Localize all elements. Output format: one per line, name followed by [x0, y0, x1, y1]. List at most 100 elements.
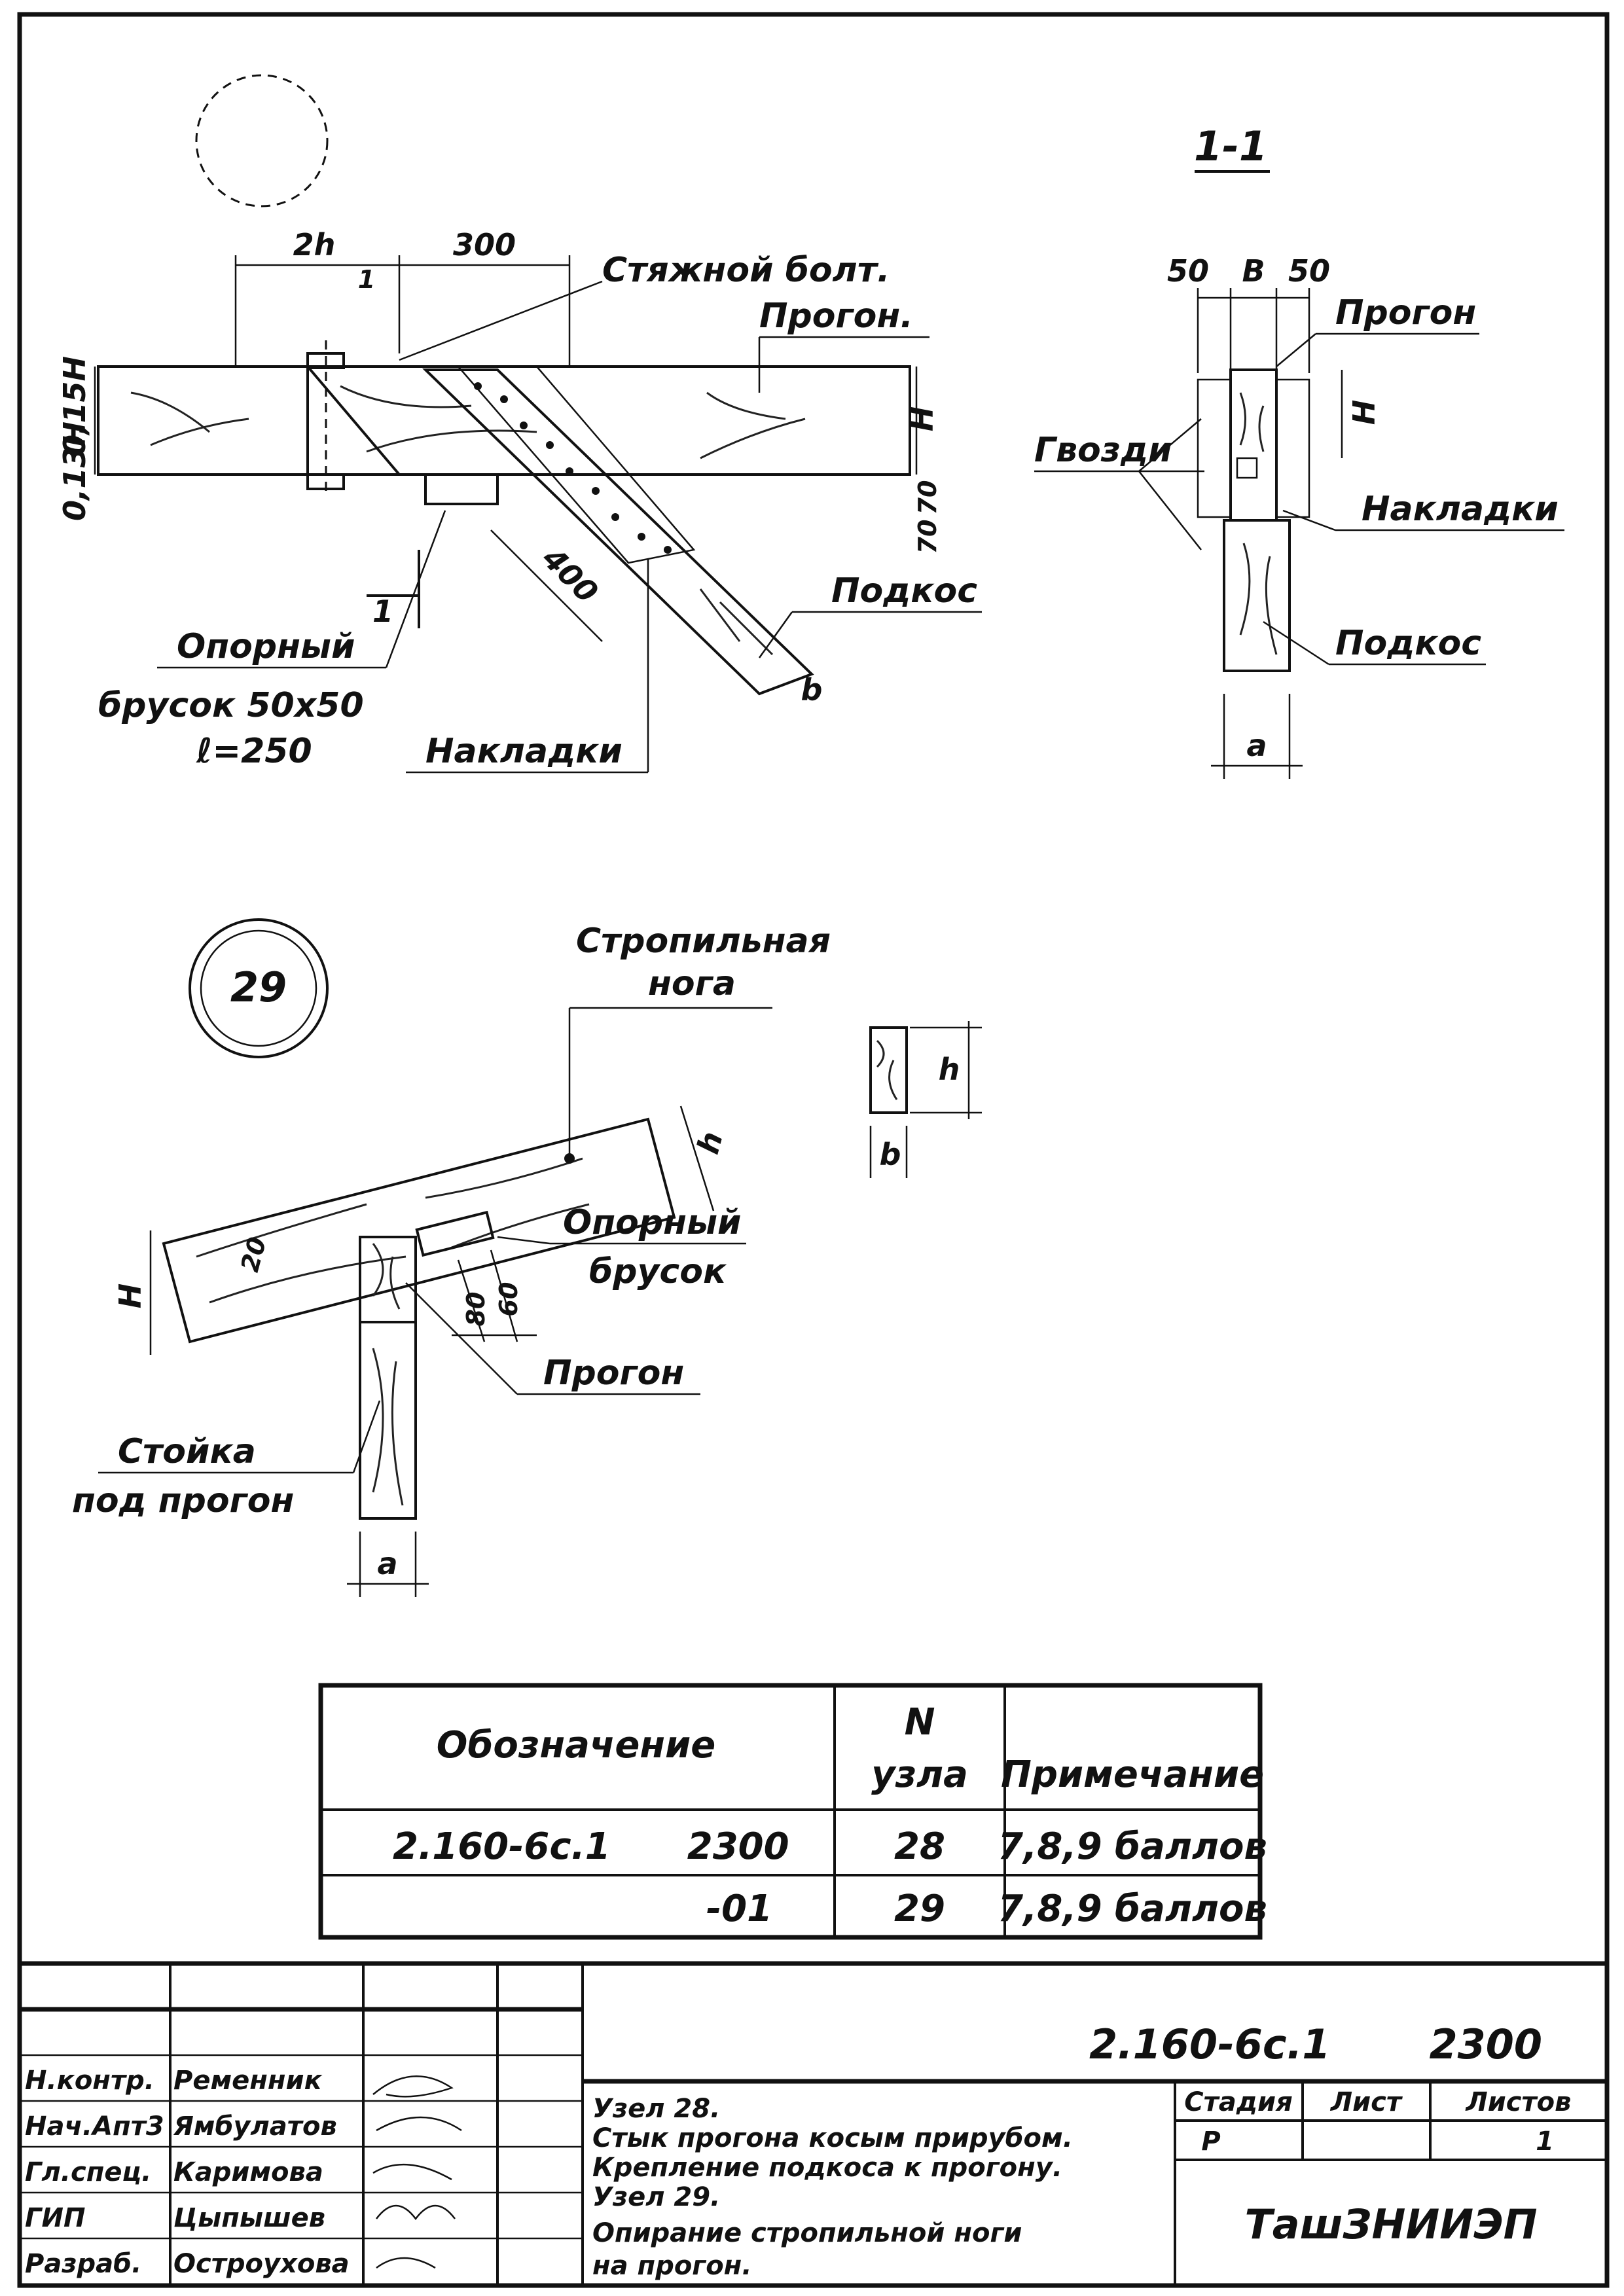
org-name: ТашЗНИИЭП: [1244, 2200, 1537, 2248]
node28-callout-circle: [195, 74, 329, 207]
rafter-leg: [162, 1117, 676, 1344]
sheet-frame: [17, 12, 1610, 2288]
sec-dim-a: a: [1246, 728, 1267, 763]
dim-013h: 0,13H: [57, 422, 92, 521]
table-row1-designation: 2.160-6с.1 2300: [393, 1825, 789, 1868]
label-post-2: под прогон: [72, 1481, 294, 1520]
stage-value: Р: [1201, 2126, 1220, 2157]
sec-dim-H: H: [1346, 400, 1382, 425]
dim-70a: 70: [913, 480, 942, 515]
label-block-2: брусок 50х50: [98, 686, 364, 725]
dim-300: 300: [453, 227, 516, 262]
label-block-1: Опорный: [177, 627, 355, 666]
dim-015h: 0,15H: [57, 356, 92, 456]
sec-dim-b: B: [1242, 253, 1265, 289]
node29-callout-number: 29: [230, 963, 287, 1011]
strut-plates: [456, 365, 696, 564]
staff-name-1: Ременник: [173, 2066, 323, 2096]
label-post-1: Стойка: [118, 1432, 256, 1471]
node28-detail: 2h 300 1 0,15H 0,13H H 70 70 400 b 1 Стя…: [57, 74, 982, 774]
label-bolt: Стяжной болт.: [602, 251, 890, 290]
staff-name-2: Ямбулатов: [173, 2111, 337, 2142]
staff-name-3: Каримова: [173, 2157, 323, 2187]
joint-slant: [306, 365, 401, 476]
table-header-note: Примечание: [1001, 1753, 1264, 1796]
sec-plate-right: [1275, 378, 1310, 518]
sheet-header: Лист: [1330, 2087, 1403, 2117]
desc-line-4: Узел 29.: [592, 2182, 720, 2212]
sec-purlin: [1229, 368, 1278, 522]
desc-line-1: Узел 28.: [592, 2094, 720, 2124]
sec-dim-50b: 50: [1288, 253, 1330, 289]
strut-body: [422, 368, 814, 696]
node29-callout-circle: [189, 918, 329, 1058]
table-header-node-1: N: [905, 1701, 935, 1744]
dim-b-strut: b: [801, 672, 823, 708]
label-rafter-1: Стропильная: [576, 922, 831, 961]
dim-400: 400: [535, 540, 605, 610]
table-row2-note: 7,8,9 баллов: [998, 1888, 1267, 1930]
n29-dim-20: 20: [235, 1234, 272, 1274]
section-1-1: 1-1 50 B 50 H a Прогон Гвозди Накладки: [1034, 122, 1564, 779]
label-strut: Подкос: [831, 571, 977, 611]
staff-role-2: Нач.Апт3: [25, 2111, 164, 2142]
rafter-section-h: h: [939, 1052, 960, 1087]
section-label: 1-1: [1194, 122, 1267, 170]
sec-label-plates: Накладки: [1362, 490, 1559, 529]
dim-1-top: 1: [358, 265, 375, 294]
strut-wood-grain: [699, 588, 774, 656]
n29-dim-H: H: [113, 1283, 148, 1309]
staff-name-4: Цыпышев: [173, 2203, 325, 2233]
label-block29-2: брусок: [589, 1252, 727, 1291]
table-row2-node: 29: [894, 1888, 945, 1930]
support-block-29: [415, 1210, 495, 1257]
label-plates: Накладки: [425, 732, 623, 771]
purlin-wood-grain: [130, 385, 806, 459]
staff-role-4: ГИП: [25, 2203, 85, 2233]
label-purlin29: Прогон: [543, 1354, 684, 1393]
sheets-header: Листов: [1466, 2087, 1572, 2117]
sec-label-strut: Подкос: [1335, 624, 1481, 663]
rafter-section-b: b: [880, 1137, 901, 1172]
support-block: [424, 473, 499, 505]
sec-strut: [1223, 519, 1291, 672]
label-block29-1: Опорный: [563, 1203, 741, 1242]
desc-line-6: на прогон.: [592, 2251, 752, 2281]
desc-line-2: Стык прогона косым прирубом.: [592, 2123, 1073, 2153]
bolt-washer-top: [306, 352, 345, 369]
table-row2-designation: -01: [706, 1888, 772, 1930]
staff-name-5: Остроухова: [173, 2249, 350, 2279]
label-block-3: ℓ=250: [196, 732, 312, 771]
table-header-designation: Обозначение: [437, 1724, 716, 1767]
stage-header: Стадия: [1184, 2087, 1293, 2117]
sec-dim-50a: 50: [1167, 253, 1209, 289]
dim-2h: 2h: [293, 227, 336, 262]
sec-bolt-nut: [1236, 457, 1258, 479]
dim-70b: 70: [913, 520, 942, 554]
title-block: Н.контр. Ременник Нач.Апт3 Ямбулатов Гл.…: [20, 1961, 1607, 2286]
staff-role-1: Н.контр.: [25, 2066, 154, 2096]
table-header-node-2: узла: [871, 1753, 968, 1796]
rafter-section: [869, 1026, 908, 1114]
n29-dim-60: 60: [494, 1282, 523, 1317]
purlin-post-head: [359, 1236, 417, 1323]
desc-line-3: Крепление подкоса к прогону.: [592, 2153, 1062, 2183]
staff-role-5: Разраб.: [25, 2249, 141, 2279]
doc-code: 2.160-6с.1 2300: [1089, 2020, 1542, 2068]
table-row1-node: 28: [894, 1825, 945, 1868]
sec-plate-left: [1197, 378, 1232, 518]
sec-label-purlin: Прогон: [1335, 293, 1476, 332]
section-mark-1: 1: [372, 594, 393, 629]
desc-line-5: Опирание стропильной ноги: [592, 2218, 1022, 2248]
label-rafter-2: нога: [648, 964, 736, 1003]
spec-table: Обозначение N узла Примечание 2.160-6с.1…: [318, 1683, 1267, 1940]
signatures: [372, 2075, 462, 2269]
label-purlin: Прогон.: [759, 296, 913, 336]
staff-role-3: Гл.спец.: [25, 2157, 151, 2187]
n29-dim-a: a: [377, 1546, 397, 1581]
node29-detail: 29 H h 20 80 60 a h b: [72, 918, 982, 1597]
post-under-purlin: [359, 1321, 417, 1520]
n29-dim-80: 80: [461, 1292, 490, 1327]
nail-dots: [474, 382, 672, 554]
